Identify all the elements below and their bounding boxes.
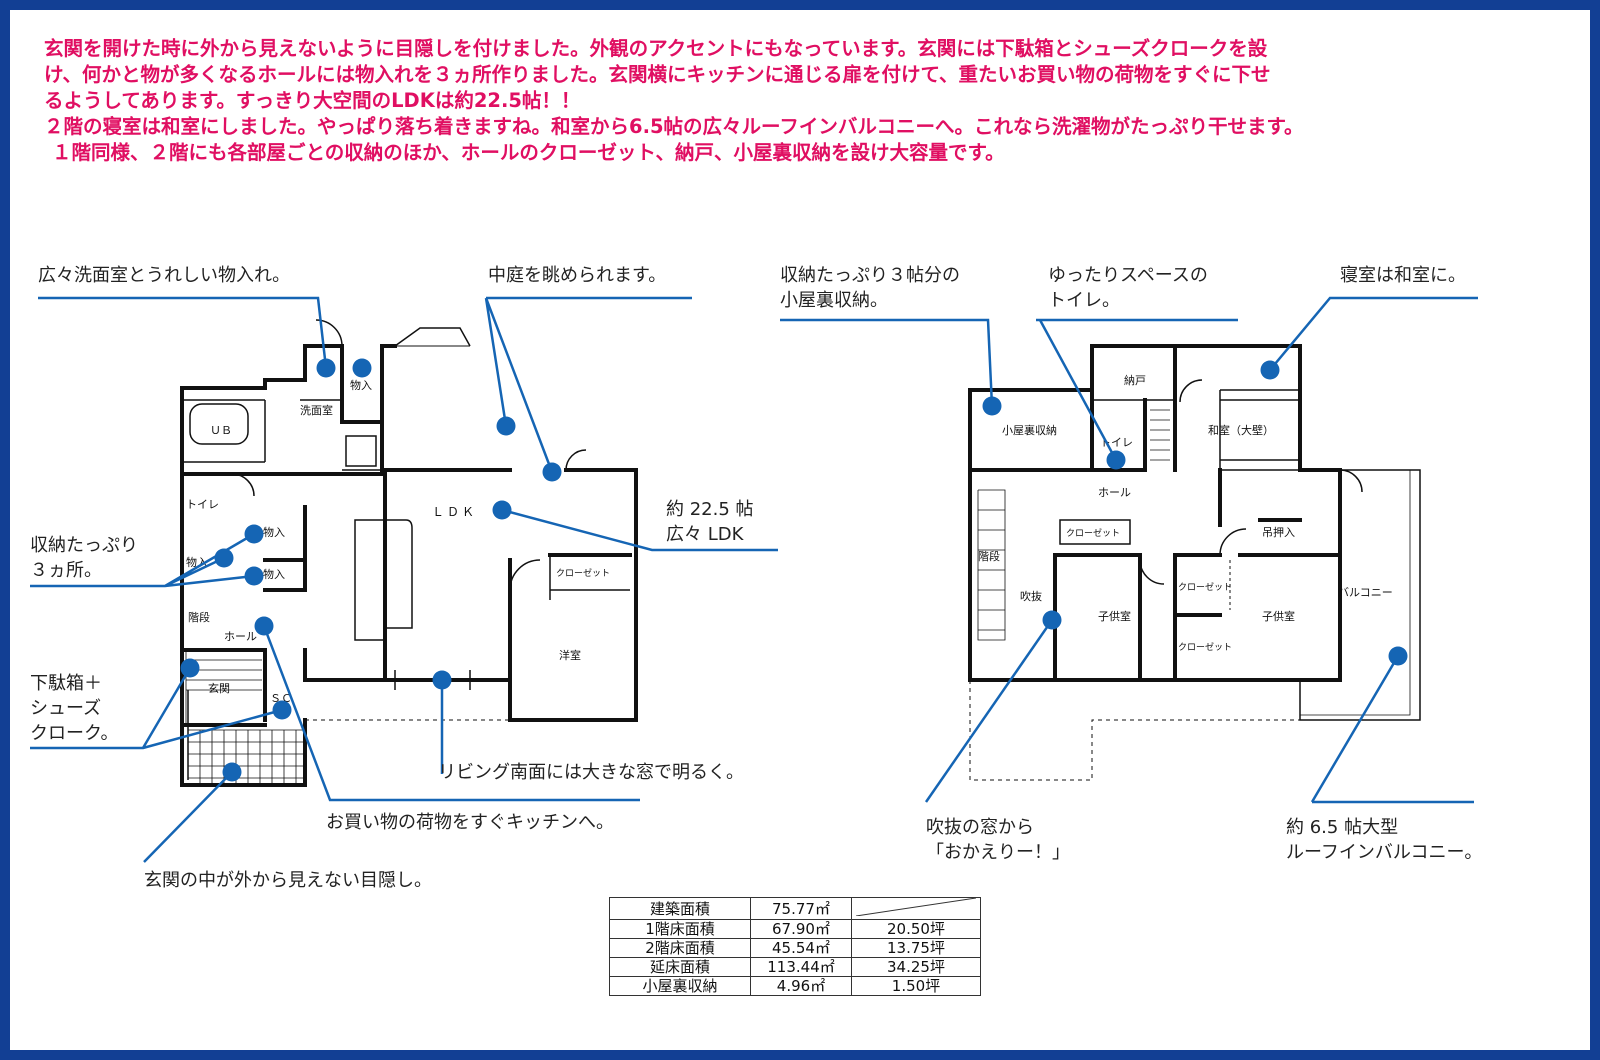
room-label-ldk: ＬＤＫ <box>432 505 477 519</box>
room-label-toilet: トイレ <box>186 498 219 511</box>
room-label-monoire: 物入 <box>263 567 285 581</box>
callout-window: リビング南面には大きな窓で明るく。 <box>438 762 744 783</box>
floor2-labels: 納戸 小屋裏収納 トイレ 和室（大壁） ホール クローゼット 階段 吹抜 子供室… <box>978 374 1393 653</box>
area-m2: 67.90㎡ <box>750 919 852 939</box>
callout-dot <box>272 700 292 720</box>
callout-dot <box>542 462 562 482</box>
table-row: 延床面積 113.44㎡ 34.25坪 <box>609 957 981 977</box>
room-label-closet: クローゼット <box>1066 527 1120 539</box>
intro-line: ２階の寝室は和室にしました。やっぱり落ち着きますね。和室から6.5帖の広々ルーフ… <box>44 115 1304 138</box>
room-label-kaidan: 階段 <box>188 610 210 624</box>
room-label-monoire: 物入 <box>263 525 285 539</box>
callout-dots <box>180 358 1408 782</box>
callout-dot <box>432 670 452 690</box>
room-label-closet: クローゼット <box>1178 581 1232 593</box>
table-row: 1階床面積 67.90㎡ 20.50坪 <box>609 919 981 939</box>
callout-balcony: 約 6.5 帖大型 ルーフインバルコニー。 <box>1286 817 1483 863</box>
callout-dot <box>1106 450 1126 470</box>
area-label: 建築面積 <box>609 897 751 920</box>
area-label: 2階床面積 <box>609 938 751 958</box>
room-label-genkan: 玄関 <box>208 681 230 695</box>
room-label-oshiire: 吊押入 <box>1262 525 1295 539</box>
callout-dot <box>1260 360 1280 380</box>
callout-toilet: ゆったりスペースの トイレ。 <box>1048 265 1208 311</box>
callout-dot <box>352 358 372 378</box>
callout-bedroom: 寝室は和室に。 <box>1340 265 1466 286</box>
room-label-kodomo: 子供室 <box>1262 609 1295 623</box>
area-table: 建築面積 75.77㎡ 1階床面積 67.90㎡ 20.50坪 2階床面積 45… <box>609 897 981 996</box>
callout-dot <box>180 658 200 678</box>
area-m2: 45.54㎡ <box>750 938 852 958</box>
intro-line: １階同様、２階にも各部屋ごとの収納のほか、ホールのクローゼット、納戸、小屋裏収納… <box>52 141 1005 164</box>
callout-courtyard: 中庭を眺められます。 <box>488 265 667 286</box>
area-label: 小屋裏収納 <box>609 976 751 996</box>
area-tsubo: 34.25坪 <box>851 957 981 977</box>
room-label-closet: クローゼット <box>556 567 610 579</box>
room-label-monoire: 物入 <box>350 378 372 392</box>
intro-line: るようしてあります。すっきり大空間のLDKは約22.5帖！！ <box>44 89 581 112</box>
callout-shopping: お買い物の荷物をすぐキッチンへ。 <box>326 812 614 833</box>
callout-dot <box>244 524 264 544</box>
table-row: 建築面積 75.77㎡ <box>609 897 981 920</box>
callout-washroom: 広々洗面室とうれしい物入れ。 <box>38 265 291 286</box>
callout-screen: 玄関の中が外から見えない目隠し。 <box>144 870 432 891</box>
room-label-washitsu: 和室（大壁） <box>1208 423 1274 437</box>
callout-storage: 収納たっぷり ３ヵ所。 <box>30 535 138 581</box>
callout-dot <box>244 566 264 586</box>
callout-dot <box>254 616 274 636</box>
callout-dot <box>1042 610 1062 630</box>
callout-attic: 収納たっぷり３帖分の 小屋裏収納。 <box>780 265 960 311</box>
room-label-kodomo: 子供室 <box>1098 609 1131 623</box>
intro-text: 玄関を開けた時に外から見えないように目隠しを付けました。外観のアクセントにもなっ… <box>44 36 1564 166</box>
callout-dot <box>222 762 242 782</box>
callout-shoes: 下駄箱＋ シューズ クローク。 <box>30 673 119 744</box>
table-row: 小屋裏収納 4.96㎡ 1.50坪 <box>609 976 981 996</box>
room-label-kaidan: 階段 <box>978 549 1000 563</box>
callout-ldk: 約 22.5 帖 広々 LDK <box>666 499 754 545</box>
intro-line: け、何かと物が多くなるホールには物入れを３ヵ所作りました。玄関横にキッチンに通じ… <box>44 63 1271 86</box>
room-label-senmen: 洗面室 <box>300 403 333 417</box>
area-m2: 113.44㎡ <box>750 957 852 977</box>
area-label: 延床面積 <box>609 957 751 977</box>
callout-dot <box>982 396 1002 416</box>
intro-line: 玄関を開けた時に外から見えないように目隠しを付けました。外観のアクセントにもなっ… <box>44 37 1268 60</box>
table-row: 2階床面積 45.54㎡ 13.75坪 <box>609 938 981 958</box>
room-label-ub: ＵＢ <box>210 424 232 437</box>
leader-lines <box>30 296 1478 863</box>
diagonal-slash <box>855 897 977 917</box>
callout-dot <box>316 358 336 378</box>
room-label-yoshitsu: 洋室 <box>559 648 581 662</box>
area-tsubo: 20.50坪 <box>851 919 981 939</box>
area-m2: 4.96㎡ <box>750 976 852 996</box>
area-m2: 75.77㎡ <box>750 897 852 920</box>
room-label-hall: ホール <box>1098 486 1131 499</box>
floor1-labels: ＵＢ 洗面室 物入 トイレ 物入 物入 物入 ＬＤＫ クローゼット 洋室 階段 … <box>186 378 610 705</box>
area-tsubo: 1.50坪 <box>851 976 981 996</box>
callout-fukinuke: 吹抜の窓から 「おかえりー！」 <box>926 817 1070 863</box>
area-tsubo: 13.75坪 <box>851 938 981 958</box>
floor1-plan <box>180 319 638 787</box>
room-label-closet: クローゼット <box>1178 641 1232 653</box>
room-label-koyaura: 小屋裏収納 <box>1002 423 1057 437</box>
callout-dot <box>214 548 234 568</box>
area-tsubo-empty <box>851 897 981 920</box>
area-label: 1階床面積 <box>609 919 751 939</box>
floor2-plan <box>968 344 1421 781</box>
room-label-fukinuke: 吹抜 <box>1020 589 1042 603</box>
callout-dot <box>1388 646 1408 666</box>
room-label-nando: 納戸 <box>1124 374 1146 387</box>
room-label-balcony: バルコニー <box>1338 586 1393 599</box>
room-label-hall: ホール <box>224 630 257 643</box>
callout-dot <box>492 500 512 520</box>
callout-dot <box>496 416 516 436</box>
